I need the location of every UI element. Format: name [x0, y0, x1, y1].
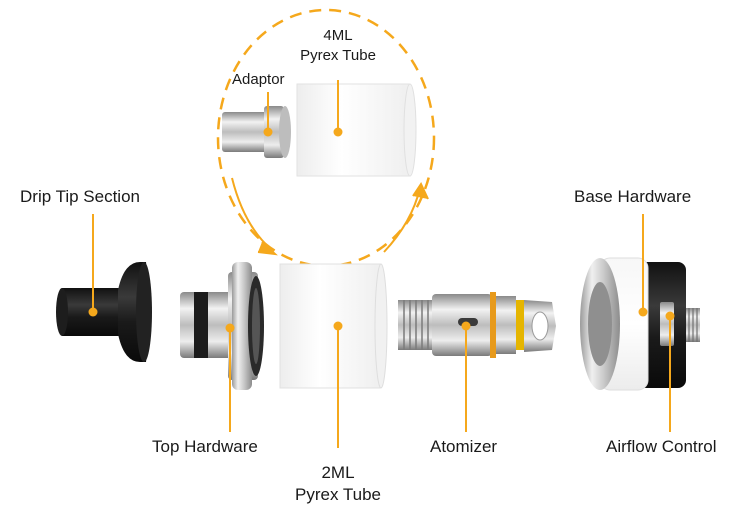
base-hardware-part	[580, 257, 700, 391]
swap-arrow-right	[383, 181, 429, 253]
callout-dot-atomizer	[461, 321, 471, 331]
atomizer-part	[398, 292, 556, 358]
pyrex-tube-4ml	[296, 83, 417, 177]
adaptor-part	[222, 106, 291, 158]
drip-tip-part	[56, 262, 152, 362]
label-pyrex-4ml-line2: Pyrex Tube	[300, 47, 376, 64]
callout-dot-airflow	[665, 311, 675, 321]
callout-dot-top-hardware	[225, 323, 235, 333]
label-pyrex-2ml-line2: Pyrex Tube	[295, 485, 381, 504]
callout-dot-pyrex-2ml	[333, 321, 343, 331]
label-drip-tip: Drip Tip Section	[20, 187, 140, 206]
callout-dots	[88, 127, 675, 333]
label-top-hardware: Top Hardware	[152, 437, 258, 456]
callout-dot-base-hardware	[638, 307, 648, 317]
label-pyrex-4ml-line1: 4ML	[323, 27, 353, 44]
callout-lines	[92, 80, 671, 448]
swap-arrow-left	[231, 177, 278, 256]
top-hardware-part	[180, 262, 264, 390]
callout-dot-drip-tip	[88, 307, 98, 317]
label-adaptor: Adaptor	[232, 71, 285, 88]
label-atomizer: Atomizer	[430, 437, 498, 456]
callout-dot-adaptor	[263, 127, 273, 137]
callout-dot-pyrex-4ml	[333, 127, 343, 137]
label-base-hardware: Base Hardware	[574, 187, 692, 206]
label-airflow-control: Airflow Control	[606, 437, 717, 456]
pyrex-tube-2ml	[279, 263, 388, 389]
label-pyrex-2ml-line1: 2ML	[321, 463, 355, 482]
